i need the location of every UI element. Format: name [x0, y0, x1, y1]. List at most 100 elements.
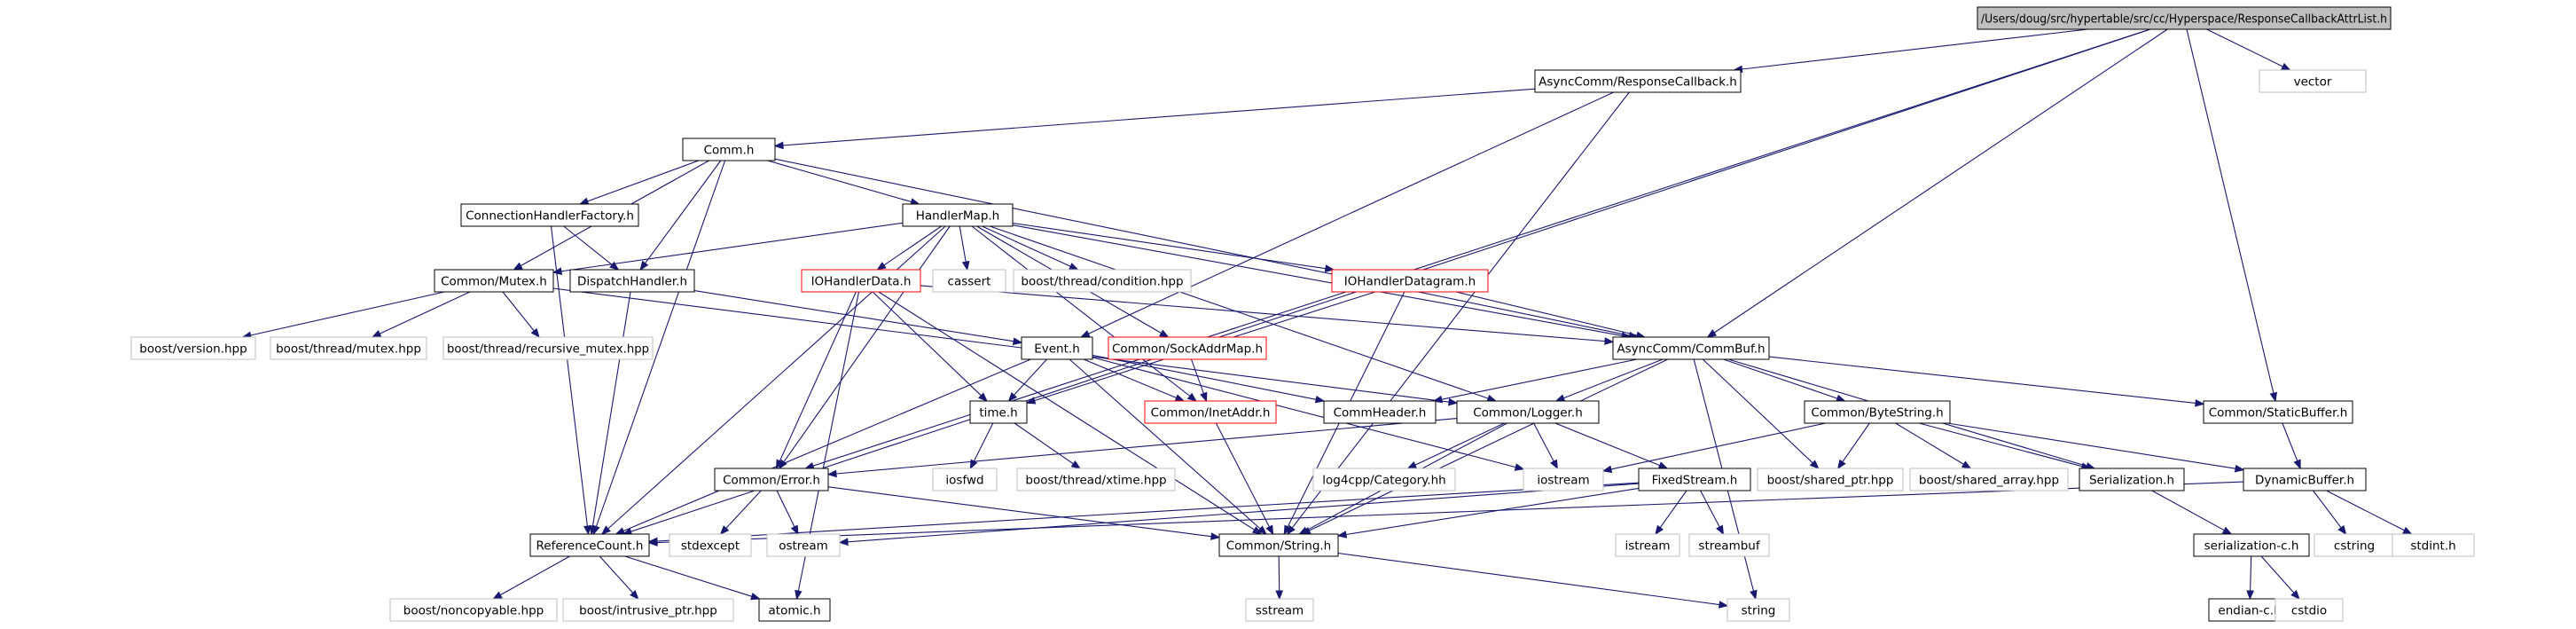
- node-box-condhpp: [1013, 269, 1192, 293]
- edge-root-to-error: [812, 28, 2150, 467]
- node-label-mutex: Common/Mutex.h: [441, 275, 547, 289]
- node-cstring: cstring: [2314, 533, 2395, 557]
- node-box-cstring: [2314, 533, 2395, 557]
- node-label-cassert: cassert: [948, 275, 991, 289]
- node-box-bmutex: [270, 336, 427, 360]
- arrowhead-hmap-to-refcount: [600, 525, 611, 535]
- node-staticbuf[interactable]: Common/StaticBuffer.h: [2203, 400, 2353, 424]
- arrowhead-bytestr-to-dynbuf: [2234, 464, 2245, 473]
- edge-mutex-to-brmutex: [502, 291, 535, 332]
- arrowhead-iodata-to-atomic: [795, 589, 803, 601]
- node-iodgram[interactable]: IOHandlerDatagram.h: [1331, 269, 1489, 293]
- node-respcb[interactable]: AsyncComm/ResponseCallback.h: [1534, 69, 1742, 93]
- node-event[interactable]: Event.h: [1021, 336, 1093, 360]
- node-label-iostream: iostream: [1537, 474, 1589, 488]
- node-label-root: /Users/doug/src/hypertable/src/cc/Hypers…: [1981, 12, 2387, 27]
- arrowhead-logger-to-fixed: [1657, 461, 1669, 469]
- node-serial[interactable]: Serialization.h: [2079, 468, 2185, 491]
- node-label-dynbuf: DynamicBuffer.h: [2255, 474, 2354, 488]
- arrowhead-comm-to-disp: [639, 260, 649, 271]
- edge-serial-to-serc: [2151, 490, 2225, 531]
- node-box-event: [1021, 336, 1093, 360]
- node-sockmap[interactable]: Common/SockAddrMap.h: [1108, 336, 1267, 360]
- node-timeh[interactable]: time.h: [969, 400, 1028, 424]
- node-dynbuf[interactable]: DynamicBuffer.h: [2243, 468, 2367, 491]
- edge-commbuf-to-staticbuf: [1768, 356, 2196, 404]
- edge-fixed-to-cstr: [1345, 487, 1640, 536]
- arrowhead-refcount-to-bintr: [630, 590, 639, 601]
- arrowhead-fixed-to-streambuf: [1716, 524, 1725, 536]
- node-iodata[interactable]: IOHandlerData.h: [801, 269, 921, 293]
- node-box-root: [1977, 6, 2392, 30]
- node-label-log4: log4cpp/Category.hh: [1322, 474, 1445, 488]
- arrowhead-event-to-timeh: [1007, 392, 1018, 402]
- node-box-streambuf: [1688, 533, 1770, 557]
- arrowhead-iodgram-to-cstr: [1283, 524, 1292, 536]
- node-commhdr[interactable]: CommHeader.h: [1323, 400, 1437, 424]
- node-bmutex: boost/thread/mutex.hpp: [270, 336, 427, 360]
- arrowhead-iodata-to-commbuf: [1604, 337, 1615, 345]
- node-box-xtime: [1016, 468, 1176, 491]
- edge-iodata-to-commbuf: [920, 285, 1606, 342]
- arrowhead-timeh-to-xtime: [1070, 460, 1082, 469]
- edge-root-to-respcb: [1742, 28, 2088, 70]
- node-box-logger: [1456, 400, 1600, 424]
- arrowhead-commbuf-to-staticbuf: [2195, 399, 2205, 407]
- node-inet[interactable]: Common/InetAddr.h: [1144, 400, 1277, 424]
- arrowhead-chf-to-refcount: [583, 525, 591, 536]
- arrowhead-cstr-to-string: [1719, 601, 1729, 609]
- edge-logger-to-log4: [1414, 422, 1505, 466]
- node-chf[interactable]: ConnectionHandlerFactory.h: [460, 203, 639, 227]
- edge-hmap-to-condhpp: [982, 225, 1071, 267]
- edge-logger-to-fixed: [1554, 422, 1660, 467]
- edge-hmap-to-iodgram: [1012, 222, 1326, 270]
- edge-root-to-vector: [2206, 28, 2283, 67]
- node-comm[interactable]: Comm.h: [682, 138, 776, 161]
- node-bytestr[interactable]: Common/ByteString.h: [1804, 400, 1951, 424]
- node-xtime: boost/thread/xtime.hpp: [1016, 468, 1176, 491]
- edge-bytestr-to-iostream: [1610, 422, 1826, 470]
- node-box-iosfwd: [932, 468, 998, 491]
- node-disp[interactable]: DispatchHandler.h: [569, 269, 695, 293]
- node-box-cassert: [932, 269, 1006, 293]
- node-label-vector: vector: [2294, 75, 2332, 90]
- node-label-bsharr: boost/shared_array.hpp: [1919, 474, 2059, 488]
- edge-hmap-to-iodata: [883, 225, 942, 266]
- node-atomic[interactable]: atomic.h: [758, 598, 831, 622]
- arrowhead-bytestr-to-bshared: [1836, 459, 1846, 470]
- node-logger[interactable]: Common/Logger.h: [1456, 400, 1600, 424]
- arrowhead-hmap-to-iodata: [876, 262, 887, 271]
- edge-comm-to-hmap: [767, 160, 912, 203]
- node-commbuf[interactable]: AsyncComm/CommBuf.h: [1612, 336, 1770, 360]
- node-box-bshared: [1757, 468, 1904, 491]
- node-error[interactable]: Common/Error.h: [714, 468, 829, 491]
- arrowhead-hmap-to-sockmap: [1158, 329, 1170, 338]
- node-ostream: ostream: [766, 533, 841, 557]
- node-label-bintr: boost/intrusive_ptr.hpp: [579, 604, 717, 618]
- node-label-sockmap: Common/SockAddrMap.h: [1112, 342, 1263, 357]
- node-fixed[interactable]: FixedStream.h: [1638, 468, 1751, 491]
- node-serc[interactable]: serialization-c.h: [2193, 533, 2310, 557]
- arrowhead-error-to-ostream: [790, 524, 799, 536]
- node-hmap[interactable]: HandlerMap.h: [902, 203, 1014, 227]
- node-label-comm: Comm.h: [704, 144, 755, 158]
- node-box-fixed: [1638, 468, 1751, 491]
- arrowhead-event-to-inet: [1174, 394, 1186, 402]
- arrowhead-staticbuf-to-dynbuf: [2293, 459, 2301, 470]
- node-mutex[interactable]: Common/Mutex.h: [434, 269, 554, 293]
- arrowhead-root-to-commbuf: [1706, 329, 1718, 338]
- edge-comm-to-commbuf: [774, 158, 1630, 336]
- node-label-event: Event.h: [1034, 342, 1080, 357]
- node-box-bnoncopy: [389, 598, 558, 622]
- edge-commbuf-to-cstr: [1309, 358, 1669, 531]
- node-root[interactable]: /Users/doug/src/hypertable/src/cc/Hypers…: [1977, 6, 2392, 30]
- node-label-endian: endian-c.h: [2218, 604, 2281, 618]
- node-refcount[interactable]: ReferenceCount.h: [529, 533, 650, 557]
- edge-root-to-staticbuf: [2186, 28, 2275, 394]
- node-label-iosfwd: iosfwd: [945, 474, 983, 488]
- node-box-iostream: [1523, 468, 1604, 491]
- node-box-commbuf: [1612, 336, 1770, 360]
- edge-iodgram-to-commbuf: [1455, 291, 1638, 336]
- node-cstr[interactable]: Common/String.h: [1218, 533, 1339, 557]
- node-label-chf: ConnectionHandlerFactory.h: [466, 209, 634, 224]
